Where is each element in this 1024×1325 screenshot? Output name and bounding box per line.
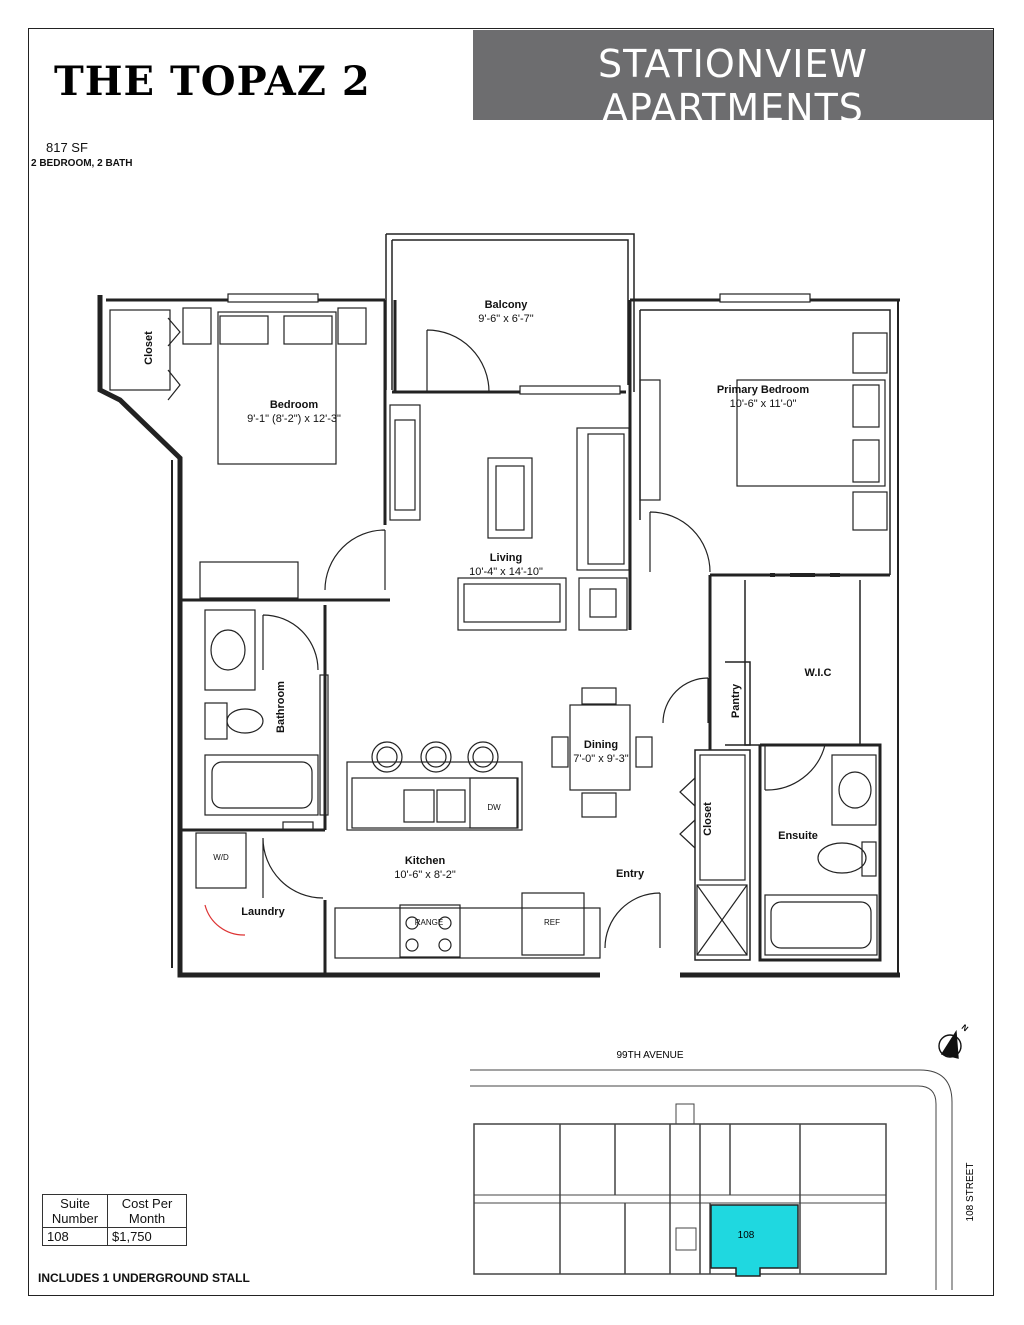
coffee-table — [487, 457, 533, 539]
ensuite-label: Ensuite — [778, 830, 818, 842]
bed — [217, 311, 337, 465]
interior-wall — [744, 580, 861, 746]
door-swing — [662, 677, 709, 724]
site-plan — [470, 1069, 953, 1290]
vanity — [204, 609, 256, 691]
bedroom-size: 9'-1" (8'-2") x 12'-3" — [247, 413, 341, 425]
street-curb — [470, 1069, 953, 1290]
door-swing — [649, 511, 711, 573]
dining-size: 7'-0" x 9'-3" — [573, 753, 629, 765]
door-swing — [262, 614, 319, 671]
brand-banner: STATIONVIEW APARTMENTS 10461 - 99 avenue — [473, 30, 993, 152]
laundry-label: Laundry — [241, 906, 285, 918]
street-curb — [470, 1085, 937, 1290]
pantry-label: Pantry — [730, 683, 742, 718]
interior-wall — [180, 605, 327, 832]
bed — [736, 379, 886, 487]
closet-left-label: Closet — [143, 331, 155, 365]
closet-right-label: Closet — [702, 802, 714, 836]
street-label-right: 108 STREET — [965, 1163, 976, 1222]
dishwasher-label: DW — [487, 803, 501, 812]
suite-number-cell: 108 — [42, 1227, 108, 1246]
kitchen-size: 10'-6" x 8'-2" — [394, 869, 456, 881]
interior-wall — [383, 300, 397, 525]
parking-note: INCLUDES 1 UNDERGROUND STALL — [38, 1271, 250, 1285]
interior-wall — [694, 749, 751, 961]
highlighted-unit — [710, 1204, 799, 1277]
door-swing — [262, 837, 324, 899]
shower — [696, 884, 748, 956]
interior-wall — [725, 661, 751, 746]
dining-table — [569, 704, 631, 791]
kitchen-label: Kitchen — [405, 855, 446, 867]
kitchen-island — [346, 761, 523, 831]
page-frame — [28, 28, 994, 1296]
toilet — [861, 841, 877, 877]
north-arrow-icon — [938, 1029, 962, 1059]
cost-cell: $1,750 — [107, 1227, 187, 1246]
side-table — [578, 577, 628, 631]
fridge-label: REF — [544, 918, 560, 927]
closet-door — [167, 317, 181, 401]
door-swing — [204, 904, 246, 936]
primary-bedroom-label: Primary Bedroom — [717, 384, 810, 396]
north-label: N — [960, 1023, 970, 1034]
door-swing — [426, 329, 490, 393]
living-label: Living — [490, 552, 522, 564]
door-swing — [324, 529, 386, 591]
unit-layout: 2 BEDROOM, 2 BATH — [31, 158, 133, 169]
dining-label: Dining — [584, 739, 618, 751]
balcony-label: Balcony — [485, 299, 529, 311]
vanity — [831, 754, 877, 826]
bedroom-label: Bedroom — [270, 399, 319, 411]
living-size: 10'-4" x 14'-10" — [469, 566, 543, 578]
closet-door — [679, 777, 696, 849]
washer-dryer-label: W/D — [213, 853, 229, 862]
toilet — [204, 702, 228, 740]
primary-bedroom-size: 10'-6" x 11'-0" — [730, 398, 797, 410]
balcony-rail — [385, 233, 635, 392]
bathroom-label: Bathroom — [275, 681, 287, 733]
door-swing — [604, 892, 661, 949]
bathtub — [764, 894, 878, 956]
range-label: RANGE — [415, 918, 443, 927]
unit-number-tag: 108 — [738, 1230, 755, 1241]
street-label-top: 99TH AVENUE — [616, 1050, 683, 1061]
interior-wall — [640, 309, 891, 575]
unit-area: 817 SF — [46, 140, 88, 155]
brand-address: 10461 - 99 avenue — [566, 130, 900, 152]
plan-title: THE TOPAZ 2 — [54, 58, 371, 105]
interior-wall — [758, 743, 882, 962]
door-swing — [764, 744, 826, 791]
balcony-size: 9'-6" x 6'-7" — [478, 313, 534, 325]
washer-dryer — [195, 832, 247, 889]
entry-label: Entry — [616, 868, 645, 880]
sofa — [576, 427, 630, 571]
wic-label: W.I.C — [805, 667, 832, 679]
chair — [457, 577, 567, 631]
exterior-wall — [97, 295, 600, 978]
brand-name: STATIONVIEW APARTMENTS — [598, 42, 868, 130]
bathtub — [204, 754, 319, 816]
kitchen-counter — [334, 907, 601, 959]
